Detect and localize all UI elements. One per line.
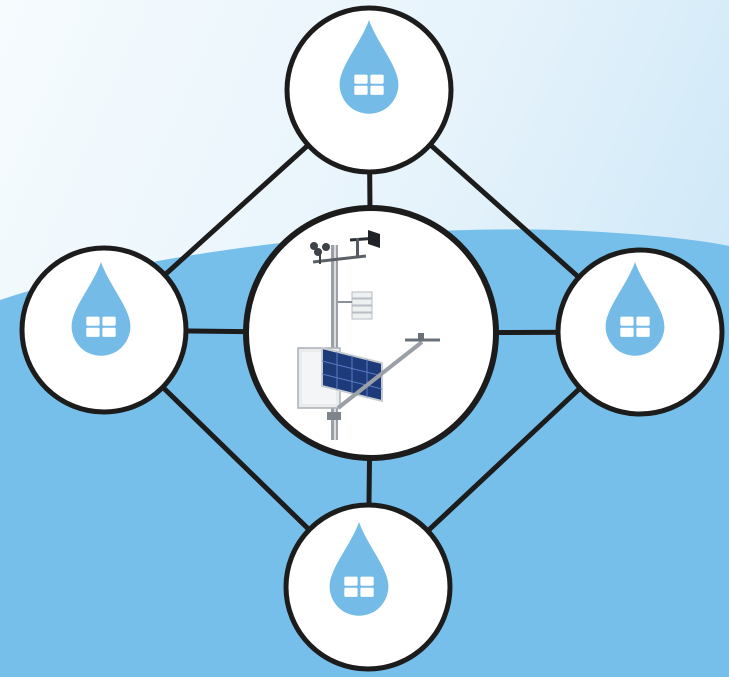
node-center bbox=[246, 208, 496, 458]
node-circle bbox=[246, 208, 496, 458]
node-right bbox=[558, 250, 722, 414]
node-left bbox=[22, 248, 186, 412]
node-top bbox=[287, 8, 451, 172]
node-bottom bbox=[286, 505, 450, 669]
